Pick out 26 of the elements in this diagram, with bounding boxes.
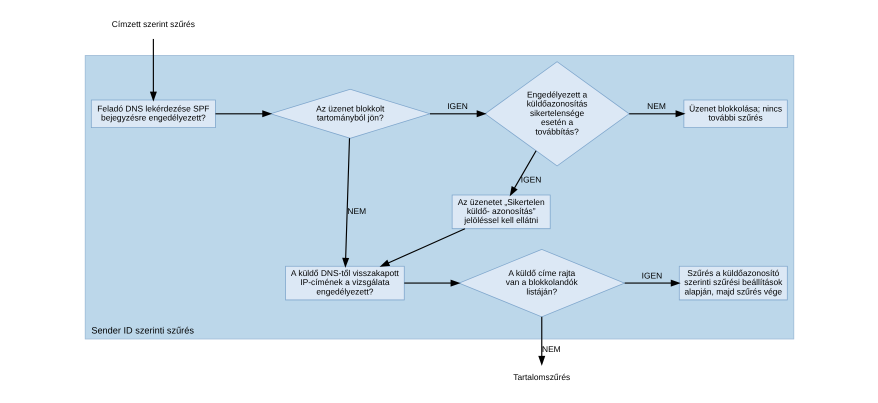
edge-label: IGEN [520,174,541,185]
arrow [342,138,350,268]
edge-label: NEM [646,101,666,112]
node-text: Tartalomszűrés [512,372,570,382]
arrow [509,150,536,196]
edge-label: IGEN [641,270,662,280]
node-diamond: A küldő címe rajta van a blokkolandók listáján? [458,248,626,318]
arrow [149,38,156,102]
edge-label: NEM [346,206,366,216]
arrow [429,110,486,118]
edge-label: NEM [542,344,560,354]
arrow [214,110,272,118]
node-box: Az üzenetet „Sikertelen küldő- azonosítás” jelöléssel kell ellátni [451,194,550,230]
node-diamond: Az üzenet blokkolt tartományból jön? [268,88,431,139]
node-diamond: Engedélyezett a küldőazonosítás sikertelensége esetén a továbbítás? [484,61,630,166]
arrow [379,228,465,267]
node-box: Szűrés a küldőazonosító szerinti szűrési beállítások alapján, majd szűrés vége [678,266,788,300]
node-box: A küldő DNS-től visszakapott IP-címének a vizsgálata engedélyezett? [284,266,404,300]
node-box: Üzenet blokkolása; nincs további szűrés [683,100,788,128]
arrow [404,280,460,287]
node-box: Feladó DNS lekérdezése SPF bejegyzésre engedélyezett? [90,100,216,128]
node-text: Címzett szerint szűrés [111,19,194,30]
arrow [624,280,680,287]
arrow [538,316,545,366]
edge-label: IGEN [446,101,468,112]
arrow [628,110,686,118]
